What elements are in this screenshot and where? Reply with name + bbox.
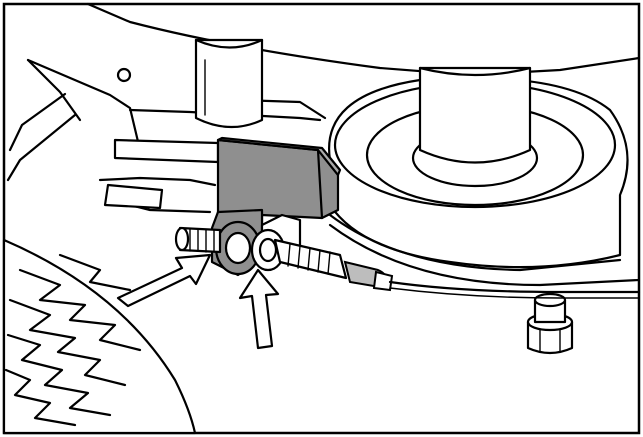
mower-deck-housing (6, 2, 641, 214)
control-cable (273, 238, 641, 299)
deck-bolt (526, 292, 574, 355)
spindle-tube (194, 38, 264, 129)
pulley (328, 66, 641, 287)
outline-arrow-icon (116, 253, 212, 308)
outline-arrow-icon (238, 268, 280, 350)
callout-arrow-bottom (238, 268, 280, 350)
adjustment-bracket (210, 136, 342, 277)
callout-arrow-left (116, 253, 212, 308)
bolt-hole-icon (116, 67, 132, 83)
tire (2, 238, 197, 435)
